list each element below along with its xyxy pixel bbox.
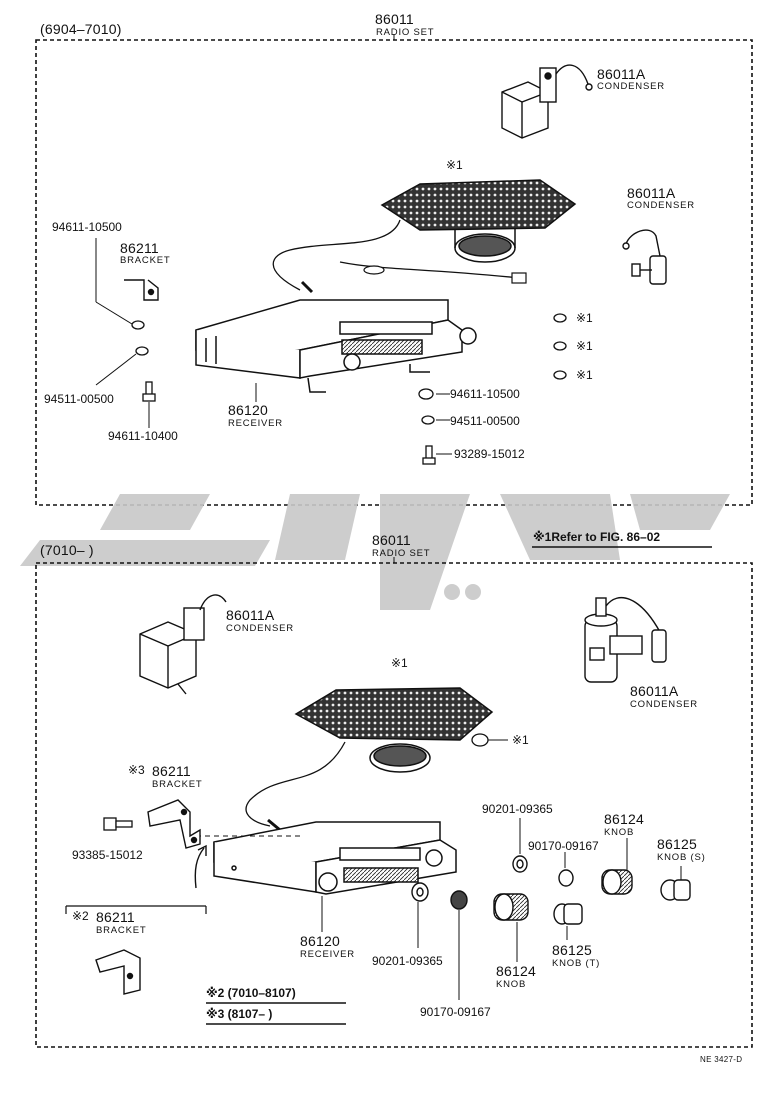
condenser-a-top (501, 64, 593, 139)
bottom-knob-t-number: 86125 (552, 942, 592, 958)
top-radio-set-caption: RADIO SET (376, 27, 435, 38)
bottom-knob-s-caption: KNOB (S) (657, 852, 706, 863)
top-radio-set-number: 86011 (375, 11, 414, 27)
bottom-receiver-number: 86120 (300, 933, 340, 949)
top-date-range: (6904–7010) (40, 21, 122, 37)
bottom-date-range: (7010– ) (40, 542, 94, 558)
bottom-knob-bottom-number: 86124 (496, 963, 536, 979)
bracket3-number: 86211 (152, 763, 191, 779)
bottom-condenser-b-number: 86011A (630, 683, 679, 699)
condenser-b-top (622, 229, 667, 285)
bottom-condenser-a-caption: CONDENSER (226, 623, 294, 634)
top-part-94611-10500-left: 94611-10500 (52, 220, 122, 234)
bottom-speaker-mark: ※1 (391, 656, 408, 670)
top-mark-1: ※1 (576, 311, 593, 325)
bottom-radio-set-caption: RADIO SET (372, 548, 431, 559)
condenser-a-bottom (139, 594, 227, 695)
speaker-top (380, 179, 577, 263)
top-receiver-caption: RECEIVER (228, 418, 283, 429)
top-part-94511-00500-right: 94511-00500 (450, 414, 520, 428)
top-condenser-b-caption: CONDENSER (627, 200, 695, 211)
top-bracket-number: 86211 (120, 240, 159, 256)
bracket-top (124, 279, 159, 301)
note-2: ※2 (7010–8107) (206, 986, 296, 1000)
receiver-top (195, 299, 477, 393)
top-speaker-mark: ※1 (446, 158, 463, 172)
bracket3-caption: BRACKET (152, 779, 203, 790)
condenser-b-bottom (584, 597, 667, 683)
watermark (20, 494, 730, 610)
top-condenser-a-caption: CONDENSER (597, 81, 665, 92)
bracket2-caption: BRACKET (96, 925, 147, 936)
bottom-radio-set-number: 86011 (372, 532, 411, 548)
bottom-knob-bottom-caption: KNOB (496, 979, 527, 990)
bottom-washer-top: 90201-09365 (482, 802, 553, 816)
bottom-nut-mark: ※1 (512, 733, 529, 747)
note-3: ※3 (8107– ) (206, 1007, 273, 1021)
bottom-knob-top-caption: KNOB (604, 827, 635, 838)
bottom-screw-93385-15012: 93385-15012 (72, 848, 143, 862)
bracket2-number: 86211 (96, 909, 135, 925)
top-condenser-a-number: 86011A (597, 66, 646, 82)
refer-note: ※1Refer to FIG. 86–02 (533, 530, 661, 544)
top-mark-2: ※1 (576, 339, 593, 353)
bracket3-mark: ※3 (128, 763, 145, 777)
bottom-condenser-b-caption: CONDENSER (630, 699, 698, 710)
bracket2-mark: ※2 (72, 909, 89, 923)
bottom-condenser-a-number: 86011A (226, 607, 275, 623)
top-part-93289-15012: 93289-15012 (454, 447, 525, 461)
bottom-nut-bottom: 90170-09167 (420, 1005, 491, 1019)
bottom-knob-s-number: 86125 (657, 836, 697, 852)
top-mark-3: ※1 (576, 368, 593, 382)
top-part-94511-00500-left: 94511-00500 (44, 392, 114, 406)
bottom-knob-t-caption: KNOB (T) (552, 958, 601, 969)
bottom-knob-top-number: 86124 (604, 811, 644, 827)
bottom-nut-top: 90170-09167 (528, 839, 599, 853)
bottom-washer-bottom: 90201-09365 (372, 954, 443, 968)
top-condenser-b-number: 86011A (627, 185, 676, 201)
figure-code: NE 3427-D (700, 1055, 743, 1064)
speaker-bottom (294, 687, 494, 773)
top-bracket-caption: BRACKET (120, 255, 171, 266)
top-receiver-number: 86120 (228, 402, 268, 418)
bracket2-box (65, 905, 207, 914)
top-part-94611-10500-right: 94611-10500 (450, 387, 520, 401)
bottom-receiver-caption: RECEIVER (300, 949, 355, 960)
bracket3-bottom (147, 799, 201, 849)
bracket2-bottom (95, 949, 141, 995)
top-part-94611-10400: 94611-10400 (108, 429, 178, 443)
receiver-bottom (213, 821, 457, 895)
